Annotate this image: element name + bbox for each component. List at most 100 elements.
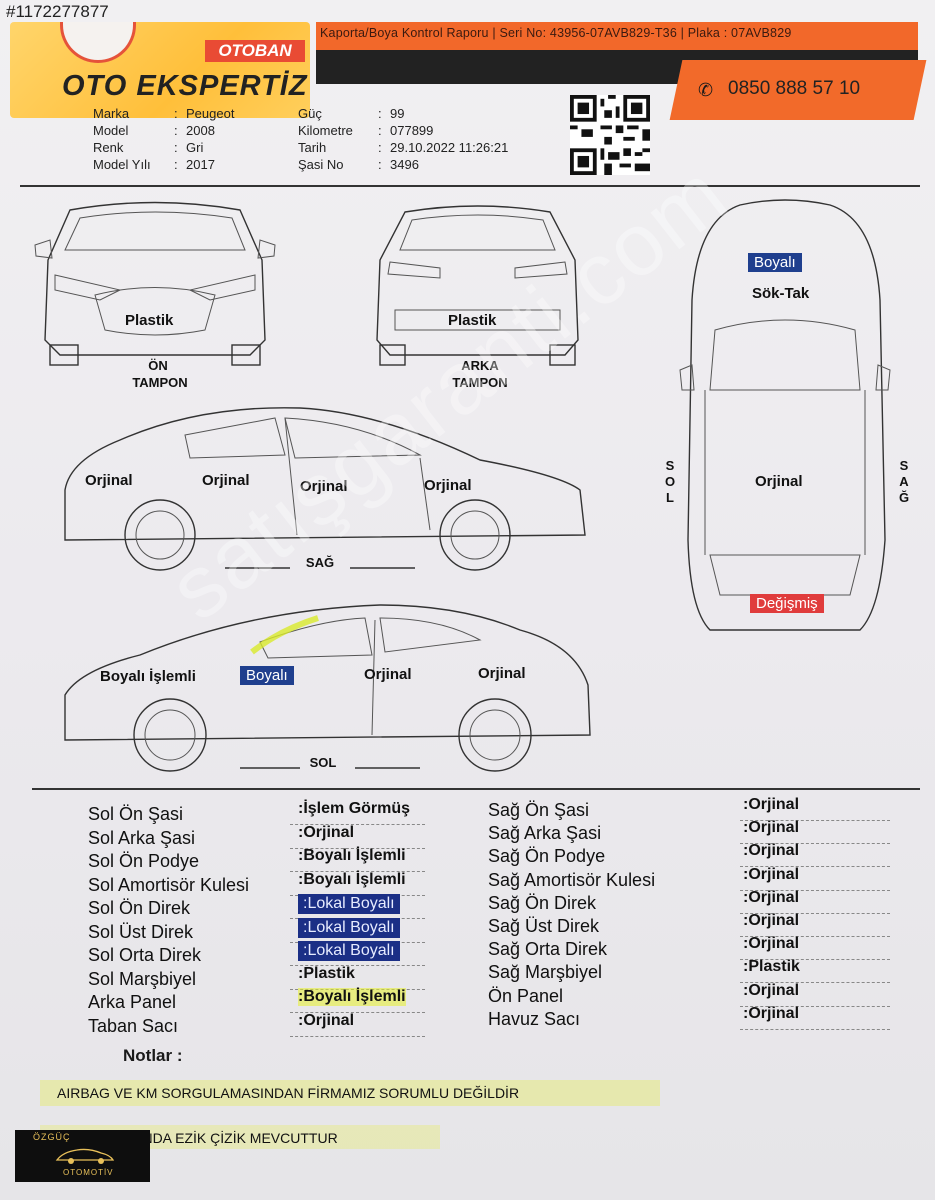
ad-id: #1172277877 — [6, 2, 109, 21]
part-name: Sağ Ön Podye — [488, 846, 606, 867]
rear-status: Plastik — [448, 312, 497, 329]
right-part-4: Orjinal — [424, 477, 472, 494]
row-divider — [740, 1028, 890, 1030]
car-diagram — [34, 199, 891, 772]
row-divider — [290, 1035, 425, 1037]
part-name: Havuz Sacı — [488, 1008, 581, 1029]
info-value: 077899 — [390, 123, 434, 138]
part-status: :Boyalı İşlemli — [298, 988, 406, 1006]
row-divider — [740, 912, 890, 914]
part-status: :Orjinal — [743, 935, 800, 953]
part-status: :Orjinal — [298, 823, 355, 841]
info-colon: : — [174, 123, 178, 138]
info-label: Tarih — [298, 140, 327, 155]
front-status: Plastik — [125, 312, 174, 329]
right-part-2: Orjinal — [202, 472, 250, 489]
part-name: Sağ Marşbiyel — [488, 962, 603, 983]
rear-caption-2: TAMPON — [452, 375, 508, 390]
info-value: Peugeot — [186, 106, 235, 121]
rear-caption-1: ARKA — [461, 358, 499, 373]
part-status: :Orjinal — [743, 842, 800, 860]
notes-label: Notlar : — [123, 1046, 183, 1065]
row-divider — [290, 965, 425, 966]
right-part-1: Orjinal — [85, 472, 133, 489]
phone-number: 0850 888 57 10 — [728, 78, 861, 99]
info-label: Marka — [93, 106, 130, 121]
info-colon: : — [174, 106, 178, 121]
part-name: Sağ Arka Şasi — [488, 823, 602, 844]
row-divider — [740, 982, 890, 984]
info-value: 2008 — [186, 123, 215, 138]
info-colon: : — [378, 123, 382, 138]
part-status: :Orjinal — [743, 1004, 800, 1022]
divider-top — [20, 185, 920, 187]
part-status: :Orjinal — [743, 888, 800, 906]
part-name: Ön Panel — [488, 985, 564, 1006]
header-orange-strip — [316, 22, 918, 50]
info-value: 29.10.2022 11:26:21 — [390, 140, 509, 155]
info-label: Model Yılı — [93, 157, 151, 172]
left-part-1: Boyalı İşlemli — [100, 668, 196, 685]
company-logo — [10, 22, 310, 118]
part-status: :Orjinal — [743, 981, 800, 999]
part-status: :Lokal Boyalı — [298, 894, 400, 914]
row-divider — [740, 936, 890, 937]
part-status: :İşlem Görmüş — [298, 800, 411, 817]
rear-view-drawing — [376, 205, 579, 366]
phone-icon: ✆ — [698, 80, 714, 100]
left-part-2: Boyalı — [240, 666, 294, 685]
part-status: :Lokal Boyalı — [298, 941, 400, 961]
info-label: Kilometre — [298, 123, 353, 138]
right-part-3: Orjinal — [300, 478, 348, 495]
dealer-logo: ÖZGÜÇ OTOMOTİV — [15, 1130, 150, 1182]
part-name: Sağ Ön Direk — [488, 892, 597, 913]
row-divider — [740, 1005, 890, 1007]
trunk-badge: Değişmiş — [750, 594, 824, 613]
info-value: 99 — [390, 106, 405, 121]
car-silhouette-icon — [55, 1148, 115, 1164]
top-center-status: Orjinal — [755, 473, 803, 490]
part-name: Sağ Üst Direk — [488, 916, 600, 936]
top-view-drawing — [679, 199, 891, 631]
row-divider — [740, 820, 890, 821]
part-name: Sol Ön Şasi — [88, 804, 184, 824]
info-value: 2017 — [186, 157, 215, 172]
roof-badge: Boyalı — [748, 253, 802, 272]
info-value: 3496 — [390, 157, 419, 172]
row-divider — [290, 1012, 425, 1013]
part-status: :Plastik — [743, 958, 800, 976]
right-side-caption: SAĞ — [305, 555, 335, 570]
part-name: Sağ Amortisör Kulesi — [488, 869, 656, 890]
row-divider — [290, 871, 425, 872]
right-side-drawing — [64, 407, 586, 571]
qr-code-icon — [570, 95, 650, 175]
row-divider — [740, 843, 890, 845]
part-name: Taban Sacı — [88, 1015, 179, 1036]
part-status: :Orjinal — [743, 912, 800, 929]
row-divider — [740, 959, 890, 961]
front-caption-1: ÖN — [148, 358, 168, 373]
top-left-label: SOL — [664, 458, 676, 505]
part-name: Sol Arka Şasi — [88, 827, 196, 848]
info-label: Şasi No — [298, 157, 344, 172]
part-name: Sol Amortisör Kulesi — [88, 874, 250, 895]
left-side-drawing — [64, 604, 591, 772]
left-part-4: Orjinal — [478, 665, 526, 682]
info-label: Güç — [298, 106, 322, 121]
part-name: Arka Panel — [88, 992, 177, 1012]
report-line: Kaporta/Boya Kontrol Raporu | Seri No: 4… — [320, 26, 792, 40]
part-name: Sol Marşbiyel — [88, 968, 197, 989]
part-name: Sol Ön Podye — [88, 851, 200, 871]
note-highlight-1 — [40, 1080, 660, 1106]
roof-note: Sök-Tak — [752, 285, 810, 302]
info-colon: : — [174, 140, 178, 155]
info-colon: : — [378, 157, 382, 172]
part-name: Sağ Orta Direk — [488, 939, 608, 960]
part-status: :Plastik — [298, 964, 355, 982]
left-part-3: Orjinal — [364, 666, 412, 683]
note-line-1: AIRBAG VE KM SORGULAMASINDAN FİRMAMIZ SO… — [57, 1085, 520, 1101]
dealer-name: ÖZGÜÇ — [33, 1132, 71, 1142]
row-divider — [290, 847, 425, 849]
part-name: Sol Orta Direk — [88, 945, 202, 965]
part-status: :Orjinal — [743, 865, 800, 883]
